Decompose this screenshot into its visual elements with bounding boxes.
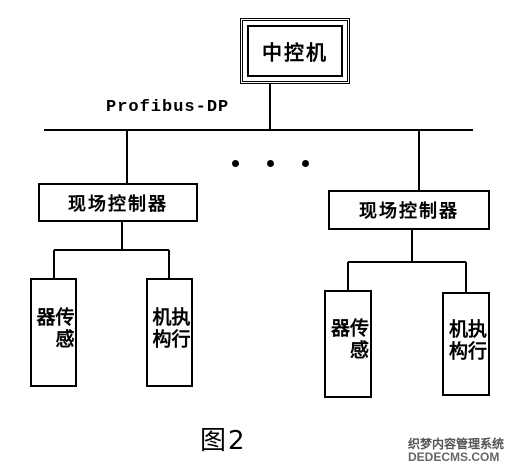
field-controller-1-box: 现场控制器 bbox=[38, 183, 198, 222]
bus-label: Profibus-DP bbox=[106, 98, 230, 117]
ellipsis-dot bbox=[232, 160, 239, 167]
ellipsis-dot bbox=[302, 160, 309, 167]
master-computer-label: 中控机 bbox=[262, 40, 328, 65]
controller-1-actuator-box: 执行机构 bbox=[146, 278, 193, 387]
watermark-line-1: 织梦内容管理系统 bbox=[408, 437, 505, 451]
controller-1-sensor-box: 传感器 bbox=[30, 278, 77, 387]
master-computer-box: 中控机 bbox=[240, 18, 350, 84]
controller-2-actuator-box: 执行机构 bbox=[442, 292, 490, 396]
controller-2-sensor-label: 传感器 bbox=[328, 318, 369, 362]
controller-2-sensor-box: 传感器 bbox=[324, 290, 372, 398]
bus-ellipsis bbox=[232, 152, 337, 171]
controller-2-actuator-label: 执行机构 bbox=[446, 319, 487, 363]
controller-1-sensor-label: 传感器 bbox=[33, 306, 75, 351]
field-controller-2-box: 现场控制器 bbox=[328, 190, 490, 230]
ellipsis-dot bbox=[267, 160, 274, 167]
watermark-line-2: DEDECMS.COM bbox=[408, 449, 500, 464]
controller-1-actuator-label: 执行机构 bbox=[149, 306, 191, 351]
figure-caption: 图2 bbox=[200, 426, 247, 456]
watermark: 织梦内容管理系统 DEDECMS.COM bbox=[408, 438, 504, 463]
field-controller-1-label: 现场控制器 bbox=[68, 193, 168, 215]
field-controller-2-label: 现场控制器 bbox=[359, 201, 459, 222]
